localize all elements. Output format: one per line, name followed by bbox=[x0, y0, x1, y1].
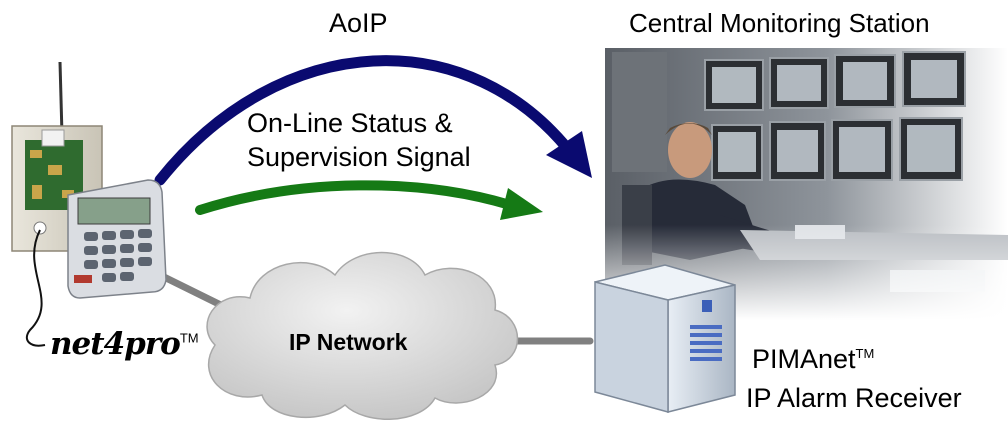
alarm-panel-icon bbox=[11, 61, 103, 252]
aoip-arrow bbox=[154, 55, 592, 186]
antenna-icon bbox=[58, 61, 64, 136]
status-arrow bbox=[195, 180, 543, 220]
cloud-icon bbox=[206, 251, 519, 420]
server-tower-icon bbox=[594, 264, 736, 413]
status-label-line1: On-Line Status & bbox=[247, 108, 453, 138]
trademark-mark: TM bbox=[179, 330, 199, 346]
pimanet-label: PIMAnetTM bbox=[752, 344, 874, 375]
trademark-mark: TM bbox=[855, 346, 875, 361]
net4pro-label: net4proTM bbox=[50, 326, 199, 362]
central-station-title: Central Monitoring Station bbox=[629, 8, 930, 38]
net4pro-name: net4pro bbox=[50, 326, 181, 362]
keypad-icon bbox=[67, 179, 167, 299]
pimanet-name: PIMAnet bbox=[752, 344, 856, 374]
aoip-label: AoIP bbox=[329, 8, 388, 38]
panel-cable bbox=[25, 229, 46, 347]
receiver-description: IP Alarm Receiver bbox=[746, 383, 962, 413]
ip-network-label: IP Network bbox=[289, 329, 408, 355]
status-label-line2: Supervision Signal bbox=[247, 142, 471, 172]
